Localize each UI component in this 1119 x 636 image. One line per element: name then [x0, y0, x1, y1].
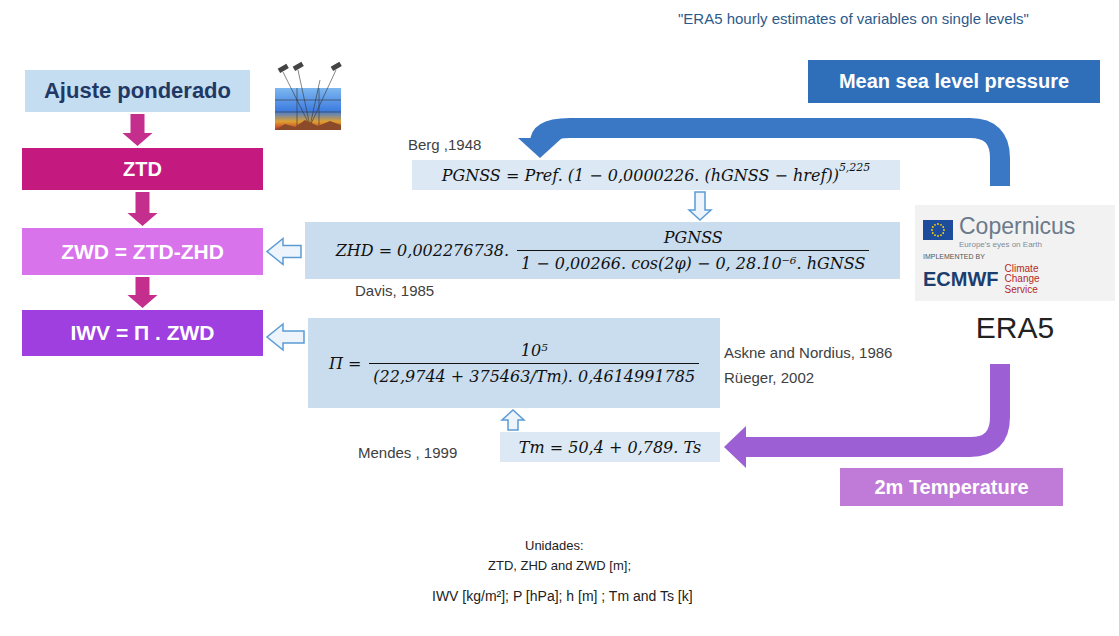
connector-arrow [128, 192, 158, 226]
connector-arrow [689, 192, 711, 220]
node-text: Ajuste ponderado [44, 78, 231, 104]
note-label: Askne and Nordius, 1986 [724, 344, 892, 361]
numerator: 10⁵ [517, 341, 552, 363]
note-label: Davis, 1985 [355, 282, 434, 299]
process-box: ZTD [22, 148, 263, 190]
eu-flag [923, 220, 953, 242]
formula-box: Π = 10⁵(22,9744 + 375463/Tm). 0,461499178… [308, 318, 720, 408]
formula-text: ZHD = 0,002276738. [336, 241, 509, 260]
formula-box: PGNSS = Pref. (1 − 0,0000226. (hGNSS − h… [412, 160, 900, 190]
logo-subtext: IMPLEMENTED BY [923, 253, 1107, 260]
logo-row: CopernicusEurope's eyes on Earth [923, 213, 1107, 249]
formula-text: PGNSS = Pref. (1 − 0,0000226. (hGNSS − h… [442, 166, 839, 185]
logo-text: ECMWF [923, 268, 999, 291]
node-text: ZWD = ZTD-ZHD [61, 240, 224, 264]
note-label: "ERA5 hourly estimates of variables on s… [678, 10, 1029, 27]
process-box: Ajuste ponderado [25, 70, 250, 112]
connector-arrow [502, 410, 524, 430]
logo-text: Copernicus [959, 213, 1075, 240]
fraction: PGNSS1 − 0,00266. cos(2φ) − 0, 28.10⁻⁶. … [517, 228, 869, 273]
source-name: ERA5 [915, 301, 1115, 345]
note-label: Unidades: [525, 538, 584, 553]
numerator: PGNSS [660, 228, 727, 250]
logo-band: CopernicusEurope's eyes on EarthIMPLEMEN… [915, 205, 1115, 302]
denominator: (22,9744 + 375463/Tm). 0,4614991785 [369, 363, 699, 386]
exponent: 5,225 [839, 161, 871, 174]
gnss-thumbnail [275, 62, 342, 130]
note-label: IWV [kg/m²]; P [hPa]; h [m] ; Tm and Ts … [432, 588, 693, 604]
copernicus-logo: CopernicusEurope's eyes on Earth [959, 213, 1075, 249]
node-text: IWV = Π . ZWD [70, 321, 214, 345]
logo-row: ECMWF Climate Change Service [923, 264, 1107, 296]
connector-arrow [128, 277, 158, 308]
node-text: Tm = 50,4 + 0,789. Ts [519, 438, 701, 457]
connector-arrow [724, 426, 746, 468]
note-label: Berg ,1948 [408, 136, 481, 153]
formula-text: Π = [329, 354, 361, 373]
note-label: Rüeger, 2002 [724, 369, 814, 386]
node-text: Mean sea level pressure [839, 70, 1069, 93]
note-label: ZTD, ZHD and ZWD [m]; [488, 558, 631, 573]
denominator: 1 − 0,00266. cos(2φ) − 0, 28.10⁻⁶. hGNSS [517, 250, 869, 273]
node-text: 2m Temperature [874, 476, 1028, 499]
node-text: ZTD [123, 158, 162, 181]
formula-box: Tm = 50,4 + 0,789. Ts [500, 432, 720, 462]
data-label-box: 2m Temperature [840, 468, 1063, 506]
fraction: 10⁵(22,9744 + 375463/Tm). 0,4614991785 [369, 341, 699, 386]
connector-arrow [267, 324, 304, 350]
era5-source: CopernicusEurope's eyes on EarthIMPLEMEN… [915, 190, 1115, 360]
process-box: IWV = Π . ZWD [22, 310, 263, 356]
connector-arrow [518, 138, 562, 158]
process-box: ZWD = ZTD-ZHD [22, 228, 263, 275]
formula-box: ZHD = 0,002276738. PGNSS1 − 0,00266. cos(… [305, 222, 900, 279]
connector-arrow [267, 239, 301, 265]
connector-arrow [123, 114, 153, 146]
logo-subtext: Europe's eyes on Earth [959, 240, 1075, 249]
logo-subtext: Climate Change Service [1005, 264, 1067, 296]
note-label: Mendes , 1999 [358, 444, 457, 461]
data-label-box: Mean sea level pressure [808, 60, 1100, 103]
